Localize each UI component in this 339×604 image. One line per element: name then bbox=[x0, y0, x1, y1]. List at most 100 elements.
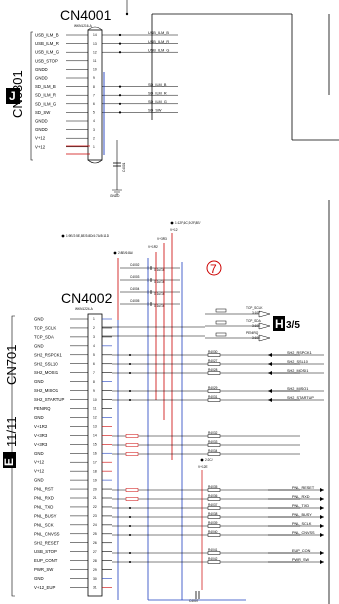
resistor-ref: R4041 bbox=[208, 548, 218, 552]
gndd-label: GNDD bbox=[110, 194, 120, 198]
cn4002-pin-number: 17 bbox=[93, 460, 97, 464]
cn4002-pin-number: 22 bbox=[93, 505, 97, 509]
resistor-ref: R4028 bbox=[208, 368, 218, 372]
badge-h-letter: H bbox=[275, 317, 284, 331]
cn4002-pin-label: USB_STOP bbox=[34, 549, 57, 554]
right-net-label: EUP_CON bbox=[292, 549, 311, 553]
cn4001-pin-number: 13 bbox=[93, 42, 97, 46]
badge-h-ref: 3/5 bbox=[286, 320, 300, 331]
right-net-label: PWR_SW bbox=[292, 558, 310, 562]
cn4002-pin-label: EUP_CONT bbox=[34, 558, 58, 563]
cn4001-pin-label: GNDD bbox=[35, 67, 48, 72]
cn4002-title: CN4002 bbox=[61, 290, 113, 306]
cn4002-pin-label: PNL_SCK bbox=[34, 522, 54, 527]
right-net-label: PNL_CNVSS bbox=[292, 531, 315, 535]
cn4002-pin-label: GND bbox=[34, 415, 44, 420]
cn4002-pin-number: 31 bbox=[93, 586, 97, 590]
cn4001-signal: SD_ILM_B bbox=[148, 83, 167, 87]
cn4002-pin-number: 1 bbox=[93, 317, 95, 321]
cn4002-part: WKN1224-A bbox=[75, 307, 94, 311]
v12e-ref: 2:2C/ bbox=[205, 458, 213, 462]
cap-value: 0.1u/16 bbox=[154, 292, 165, 296]
cn4001-pin-number: 11 bbox=[93, 59, 97, 63]
resistor-ref: R4027 bbox=[208, 359, 218, 363]
cn4002-pin-number: 21 bbox=[93, 496, 97, 500]
marker-7-text: 7 bbox=[210, 262, 217, 276]
cn4001-pin-label: SD_ILM_G bbox=[35, 101, 57, 106]
right-net-label: PNL_TXD bbox=[292, 504, 309, 508]
resistor-ref: R4037 bbox=[208, 503, 218, 507]
badge-j-letter: J bbox=[9, 89, 16, 103]
cn4001-pin-label: V+12 bbox=[35, 144, 46, 149]
cn4002-pin-number: 5 bbox=[93, 353, 95, 357]
cn4001-pin-number: 2 bbox=[93, 136, 95, 140]
cn4002-body bbox=[87, 313, 103, 597]
right-net-label: PNL_RXD bbox=[292, 495, 310, 499]
cn4002-pin-label: PNL_RST bbox=[34, 487, 54, 492]
tcp-sclk-label: TCP_SCLK bbox=[246, 306, 263, 310]
cn4001-part: WKN1216-A bbox=[74, 24, 93, 28]
right-net-label: SH2_MOSI1 bbox=[287, 369, 308, 373]
cn4002-pin-number: 28 bbox=[93, 559, 97, 563]
cn4001-pin-number: 9 bbox=[93, 76, 95, 80]
cn4002-pin-number: 8 bbox=[93, 380, 95, 384]
cn4001-pin-number: 4 bbox=[93, 119, 95, 123]
cn4002-vertical-label: CN701 bbox=[4, 345, 19, 385]
cn4002-pin-number: 29 bbox=[93, 568, 97, 572]
resistor-ref: R4035 bbox=[208, 485, 218, 489]
resistor-ref: R4036 bbox=[208, 494, 218, 498]
cn4002-pin-label: PNL_BUSY bbox=[34, 513, 57, 518]
v12e-label: V+12E bbox=[198, 465, 208, 469]
tcp-section: TCP_SCLK 3:10F TCP_SDA 3:10E PENIRQ 3:10… bbox=[102, 306, 300, 342]
cn4001-pin-number: 7 bbox=[93, 93, 95, 97]
cn4002-pin-number: 19 bbox=[93, 478, 97, 482]
cn4002-pin-number: 13 bbox=[93, 425, 97, 429]
top-nets: 1:12F,6C,9:2F,8E/ V+12 1:9E/2:5E,8E/3:8D… bbox=[61, 221, 200, 255]
cn4002-pin-number: 2 bbox=[93, 326, 95, 330]
tcp-penirq-ref: 3:10E bbox=[252, 336, 260, 340]
cn4002-pin-label: SH2_RSPCK1 bbox=[34, 352, 63, 357]
cn4002-pin-label: GND bbox=[34, 379, 44, 384]
cn4001-pin-label: SD_ILM_R bbox=[35, 93, 56, 98]
power-rails bbox=[117, 233, 246, 601]
cn4002-pin-number: 4 bbox=[93, 344, 95, 348]
cn4001-signal: SD_ILM_R bbox=[148, 91, 167, 95]
c4007-label: C4007 bbox=[189, 599, 199, 603]
cn4002-pin-number: 3 bbox=[93, 335, 95, 339]
cn4002-pin-label: V+3R3 bbox=[34, 433, 48, 438]
cn4002-pin-label: SH2_SSL10 bbox=[34, 361, 58, 366]
cn4001-pin-label: SD_SW bbox=[35, 110, 51, 115]
right-net-label: SH2_SSL10 bbox=[287, 360, 308, 364]
cn4002-pin-number: 14 bbox=[93, 434, 97, 438]
cn4002-pin-label: SH2_MISO1 bbox=[34, 388, 59, 393]
resistor-ref: R4039 bbox=[208, 521, 218, 525]
v3r3-label: V+3R3 bbox=[157, 237, 167, 241]
cap-value: 0.1u/16 bbox=[154, 304, 165, 308]
cn4002-pin-number: 15 bbox=[93, 443, 97, 447]
v12e: 2:2C/ V+12E bbox=[198, 458, 213, 590]
resistor-ref: R4042 bbox=[208, 557, 218, 561]
cn4002-pin-number: 11 bbox=[93, 407, 97, 411]
cn4002-pin-label: GND bbox=[34, 451, 44, 456]
v1r2-label: V+1R2 bbox=[148, 245, 158, 249]
cn4001-pin-number: 3 bbox=[93, 128, 95, 132]
cn4002-pin-label: PNL_RXD bbox=[34, 496, 54, 501]
cn4002-pin-label: SH2_STARTUP bbox=[34, 397, 65, 402]
cn4002-pin-number: 10 bbox=[93, 398, 97, 402]
right-net-label: SH2_STARTUP bbox=[287, 396, 314, 400]
cn4001-pin-number: 14 bbox=[93, 33, 97, 37]
badge-e bbox=[3, 452, 16, 468]
c4001-label: C4001 bbox=[122, 162, 126, 172]
cn4001-block: CN4001 WKN1216-A CN6301 J USB_ILM_B14USB… bbox=[6, 0, 178, 198]
badge-h bbox=[273, 316, 285, 331]
cn4002-pin-label: V+3R3 bbox=[34, 442, 48, 447]
right-net-label: PNL_BUSY bbox=[292, 513, 312, 517]
cn4002-pin-number: 16 bbox=[93, 451, 97, 455]
cn4001-pin-number: 6 bbox=[93, 102, 95, 106]
cn4001-title: CN4001 bbox=[60, 7, 112, 23]
cap-ref: C4003 bbox=[130, 275, 140, 279]
resistor-ref: R4032 bbox=[208, 431, 218, 435]
cn4001-pin-label: USB_ILM_R bbox=[35, 41, 59, 46]
